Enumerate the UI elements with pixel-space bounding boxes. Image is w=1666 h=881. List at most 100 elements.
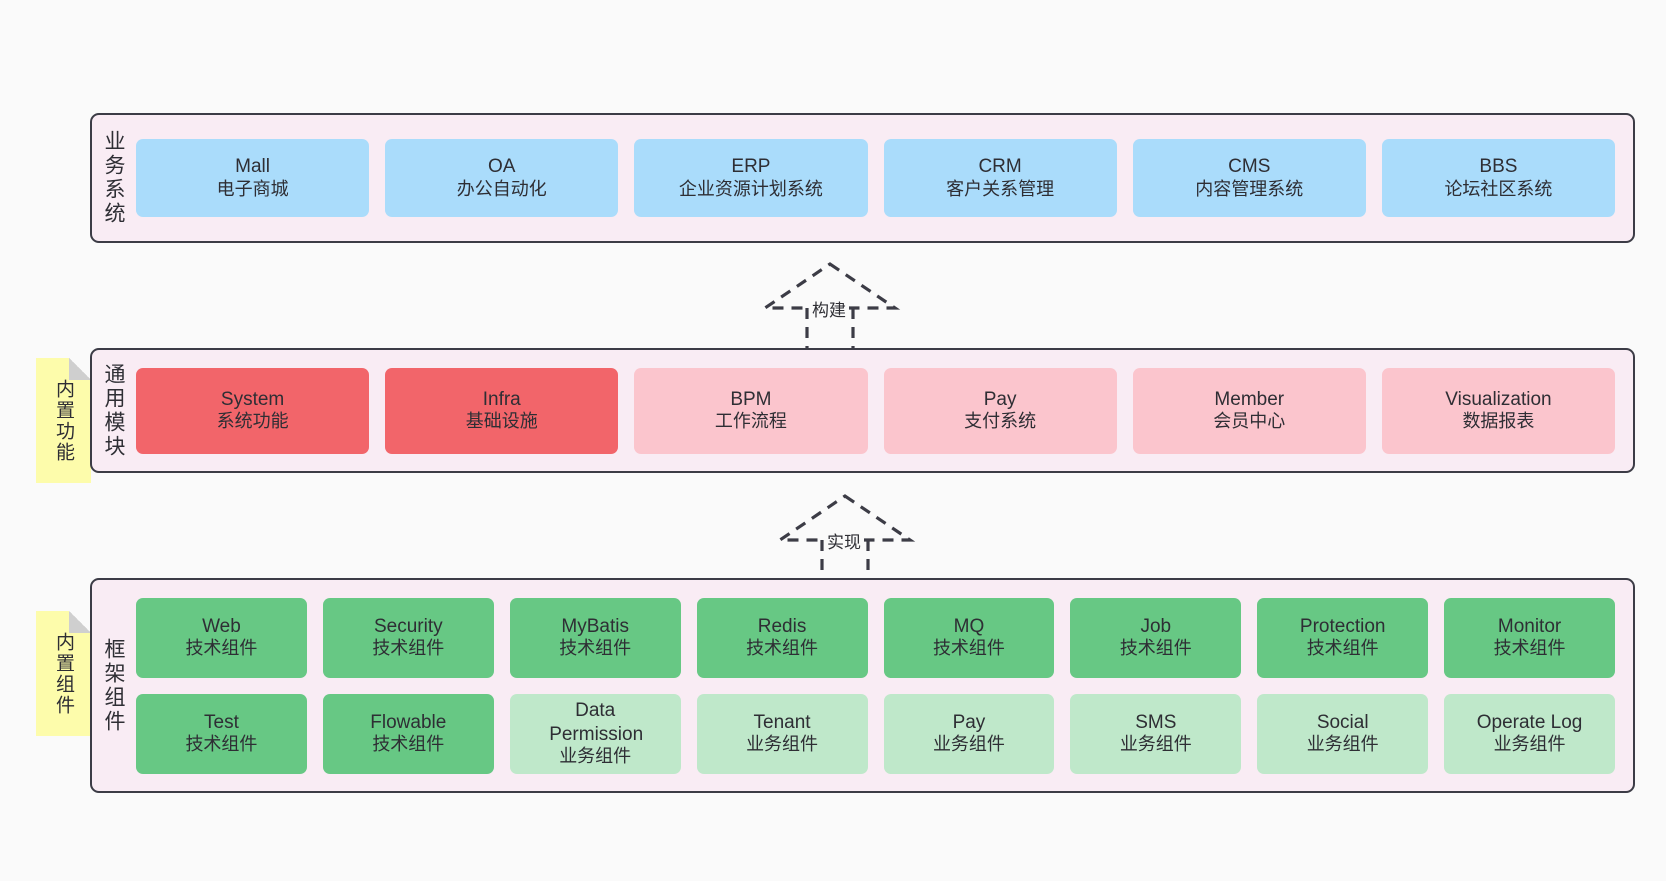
business-row: Mall 电子商城 OA 办公自动化 ERP 企业资源计划系统 CRM 客户关系… xyxy=(136,139,1616,217)
component-test[interactable]: Test 技术组件 xyxy=(136,693,307,774)
module-visualization-en: Visualization xyxy=(1445,388,1552,410)
component-mybatis[interactable]: MyBatis 技术组件 xyxy=(509,597,681,678)
layer-business-system-body: Mall 电子商城 OA 办公自动化 ERP 企业资源计划系统 CRM 客户关系… xyxy=(134,115,1633,241)
module-system-en: System xyxy=(220,388,285,410)
component-tenant-en: Tenant xyxy=(753,711,811,733)
component-operate-log-en: Operate Log xyxy=(1476,711,1583,733)
module-member-cn: 会员中心 xyxy=(1213,411,1286,432)
module-bpm-cn: 工作流程 xyxy=(714,411,787,432)
module-crm-en: CRM xyxy=(978,156,1022,178)
component-social-cn: 业务组件 xyxy=(1306,734,1379,755)
connector-implement-label: 实现 xyxy=(824,528,864,553)
component-social-en: Social xyxy=(1316,711,1369,733)
module-pay[interactable]: Pay 支付系统 xyxy=(883,367,1117,454)
component-pay-en: Pay xyxy=(952,711,986,733)
component-mq[interactable]: MQ 技术组件 xyxy=(883,597,1055,678)
module-member[interactable]: Member 会员中心 xyxy=(1132,367,1366,454)
component-redis[interactable]: Redis 技术组件 xyxy=(696,597,868,678)
component-redis-en: Redis xyxy=(757,615,807,637)
layer-framework-component-label: 框架组件 xyxy=(102,637,126,734)
component-sms[interactable]: SMS 业务组件 xyxy=(1070,693,1242,774)
layer-framework-component-body: Web 技术组件 Security 技术组件 MyBatis 技术组件 Redi… xyxy=(134,580,1633,791)
module-bbs-en: BBS xyxy=(1479,156,1518,178)
layer-framework-component[interactable]: 框架组件 Web 技术组件 Security 技术组件 MyBatis 技术组件… xyxy=(90,578,1635,793)
component-monitor-en: Monitor xyxy=(1497,615,1562,637)
component-job[interactable]: Job 技术组件 xyxy=(1070,597,1242,678)
module-erp-cn: 企业资源计划系统 xyxy=(678,178,823,199)
framework-row-technical: Web 技术组件 Security 技术组件 MyBatis 技术组件 Redi… xyxy=(136,597,1615,678)
framework-row-business: Test 技术组件 Flowable 技术组件 Data Permission … xyxy=(136,693,1615,774)
component-monitor-cn: 技术组件 xyxy=(1493,638,1566,659)
module-bpm[interactable]: BPM 工作流程 xyxy=(634,367,868,454)
component-protection-en: Protection xyxy=(1299,615,1386,637)
module-member-en: Member xyxy=(1214,388,1285,410)
module-oa[interactable]: OA 办公自动化 xyxy=(385,139,619,217)
component-web-cn: 技术组件 xyxy=(185,638,258,659)
connector-implement: 实现 xyxy=(770,490,920,582)
module-infra[interactable]: Infra 基础设施 xyxy=(385,367,619,454)
component-security-cn: 技术组件 xyxy=(372,638,445,659)
component-protection[interactable]: Protection 技术组件 xyxy=(1257,597,1429,678)
module-mall[interactable]: Mall 电子商城 xyxy=(136,139,370,217)
module-mall-en: Mall xyxy=(235,156,270,178)
component-sms-en: SMS xyxy=(1135,711,1177,733)
module-pay-en: Pay xyxy=(983,388,1017,410)
module-mall-cn: 电子商城 xyxy=(216,178,289,199)
note-builtin-function[interactable]: 内置功能 xyxy=(36,358,91,483)
layer-business-system[interactable]: 业务系统 Mall 电子商城 OA 办公自动化 ERP 企业资源计划系统 CRM xyxy=(90,113,1635,243)
component-social[interactable]: Social 业务组件 xyxy=(1257,693,1429,774)
component-flowable[interactable]: Flowable 技术组件 xyxy=(322,693,494,774)
module-bbs[interactable]: BBS 论坛社区系统 xyxy=(1381,139,1616,217)
module-erp-en: ERP xyxy=(731,156,771,178)
module-erp[interactable]: ERP 企业资源计划系统 xyxy=(634,139,868,217)
module-crm-cn: 客户关系管理 xyxy=(946,178,1055,199)
component-monitor[interactable]: Monitor 技术组件 xyxy=(1444,597,1615,678)
module-cms-en: CMS xyxy=(1228,156,1271,178)
module-bbs-cn: 论坛社区系统 xyxy=(1444,178,1553,199)
module-oa-en: OA xyxy=(488,156,516,178)
module-cms[interactable]: CMS 内容管理系统 xyxy=(1132,139,1366,217)
module-cms-cn: 内容管理系统 xyxy=(1195,178,1304,199)
component-operate-log[interactable]: Operate Log 业务组件 xyxy=(1444,693,1615,774)
module-infra-en: Infra xyxy=(482,388,521,410)
component-tenant[interactable]: Tenant 业务组件 xyxy=(696,693,868,774)
component-mq-cn: 技术组件 xyxy=(932,638,1005,659)
component-protection-cn: 技术组件 xyxy=(1306,638,1379,659)
layer-business-system-label: 业务系统 xyxy=(102,130,126,226)
common-module-row: System 系统功能 Infra 基础设施 BPM 工作流程 Pay 支付系统… xyxy=(136,367,1616,454)
component-mq-en: MQ xyxy=(953,615,985,637)
component-web-en: Web xyxy=(202,615,241,637)
component-pay-cn: 业务组件 xyxy=(932,734,1005,755)
component-data-permission-cn: 业务组件 xyxy=(559,745,632,766)
component-test-cn: 技术组件 xyxy=(185,734,258,755)
module-bpm-en: BPM xyxy=(730,388,772,410)
layer-common-module[interactable]: 通用模块 System 系统功能 Infra 基础设施 BPM 工作流程 Pay xyxy=(90,348,1635,473)
note-builtin-component-label: 内置组件 xyxy=(53,631,74,716)
module-visualization[interactable]: Visualization 数据报表 xyxy=(1381,367,1616,454)
module-system-cn: 系统功能 xyxy=(216,411,289,432)
component-job-en: Job xyxy=(1140,615,1172,637)
module-crm[interactable]: CRM 客户关系管理 xyxy=(883,139,1117,217)
component-tenant-cn: 业务组件 xyxy=(746,734,819,755)
connector-build: 构建 xyxy=(755,258,905,350)
layer-common-module-body: System 系统功能 Infra 基础设施 BPM 工作流程 Pay 支付系统… xyxy=(134,350,1633,471)
module-oa-cn: 办公自动化 xyxy=(456,178,547,199)
component-redis-cn: 技术组件 xyxy=(746,638,819,659)
component-security-en: Security xyxy=(373,615,443,637)
module-infra-cn: 基础设施 xyxy=(465,411,538,432)
component-test-en: Test xyxy=(204,711,239,733)
component-data-permission[interactable]: Data Permission 业务组件 xyxy=(509,693,681,774)
module-pay-cn: 支付系统 xyxy=(964,411,1037,432)
module-system[interactable]: System 系统功能 xyxy=(136,367,370,454)
component-security[interactable]: Security 技术组件 xyxy=(322,597,494,678)
connector-build-label: 构建 xyxy=(809,296,849,321)
component-operate-log-cn: 业务组件 xyxy=(1493,734,1566,755)
component-pay[interactable]: Pay 业务组件 xyxy=(883,693,1055,774)
component-data-permission-en: Data Permission xyxy=(549,700,644,745)
component-mybatis-en: MyBatis xyxy=(561,615,629,637)
component-web[interactable]: Web 技术组件 xyxy=(136,597,307,678)
note-builtin-function-label: 内置功能 xyxy=(53,378,74,463)
component-flowable-en: Flowable xyxy=(370,711,447,733)
note-builtin-component[interactable]: 内置组件 xyxy=(36,611,91,736)
